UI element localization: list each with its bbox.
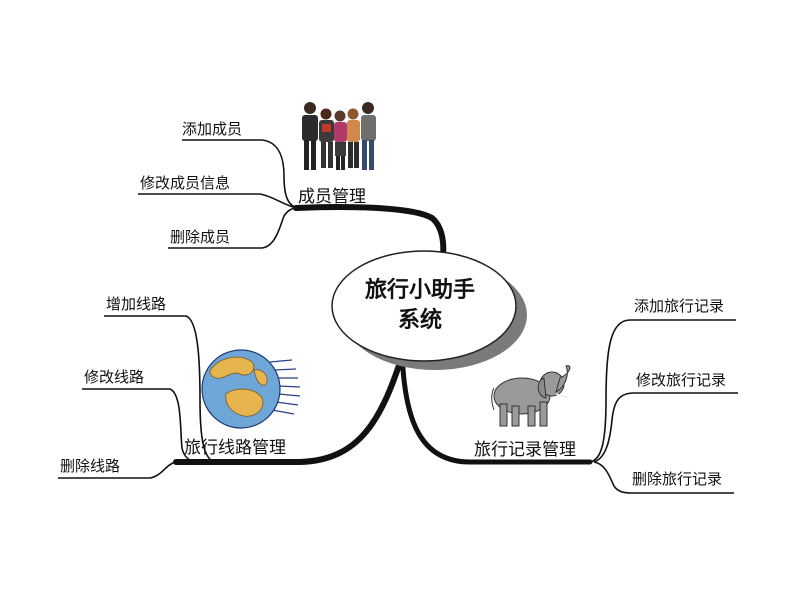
globe-icon bbox=[201, 349, 301, 429]
center-title: 旅行小助手 系统 bbox=[330, 276, 510, 336]
people-group-icon bbox=[302, 102, 376, 170]
members-item-add[interactable]: 添加成员 bbox=[182, 120, 243, 138]
connector-records bbox=[399, 347, 593, 465]
connector-members bbox=[293, 204, 447, 273]
branch-members-title[interactable]: 成员管理 bbox=[298, 187, 366, 207]
members-item-edit[interactable]: 修改成员信息 bbox=[140, 174, 231, 192]
routes-item-edit[interactable]: 修改线路 bbox=[84, 368, 145, 386]
connector-routes bbox=[173, 347, 407, 465]
members-item-delete[interactable]: 删除成员 bbox=[170, 228, 231, 246]
elephant-icon bbox=[491, 365, 571, 427]
records-item-add[interactable]: 添加旅行记录 bbox=[634, 297, 725, 315]
records-item-edit[interactable]: 修改旅行记录 bbox=[636, 371, 727, 389]
sub-connectors bbox=[58, 139, 738, 494]
center-title-line2: 系统 bbox=[397, 308, 442, 333]
branch-records-title[interactable]: 旅行记录管理 bbox=[474, 440, 576, 460]
records-item-delete[interactable]: 删除旅行记录 bbox=[632, 470, 723, 488]
routes-item-delete[interactable]: 删除线路 bbox=[60, 457, 121, 475]
center-node[interactable] bbox=[331, 250, 527, 370]
main-connectors bbox=[173, 204, 593, 465]
center-title-line1: 旅行小助手 bbox=[364, 278, 475, 303]
routes-item-add[interactable]: 增加线路 bbox=[106, 295, 167, 313]
branch-routes-title[interactable]: 旅行线路管理 bbox=[184, 438, 286, 458]
